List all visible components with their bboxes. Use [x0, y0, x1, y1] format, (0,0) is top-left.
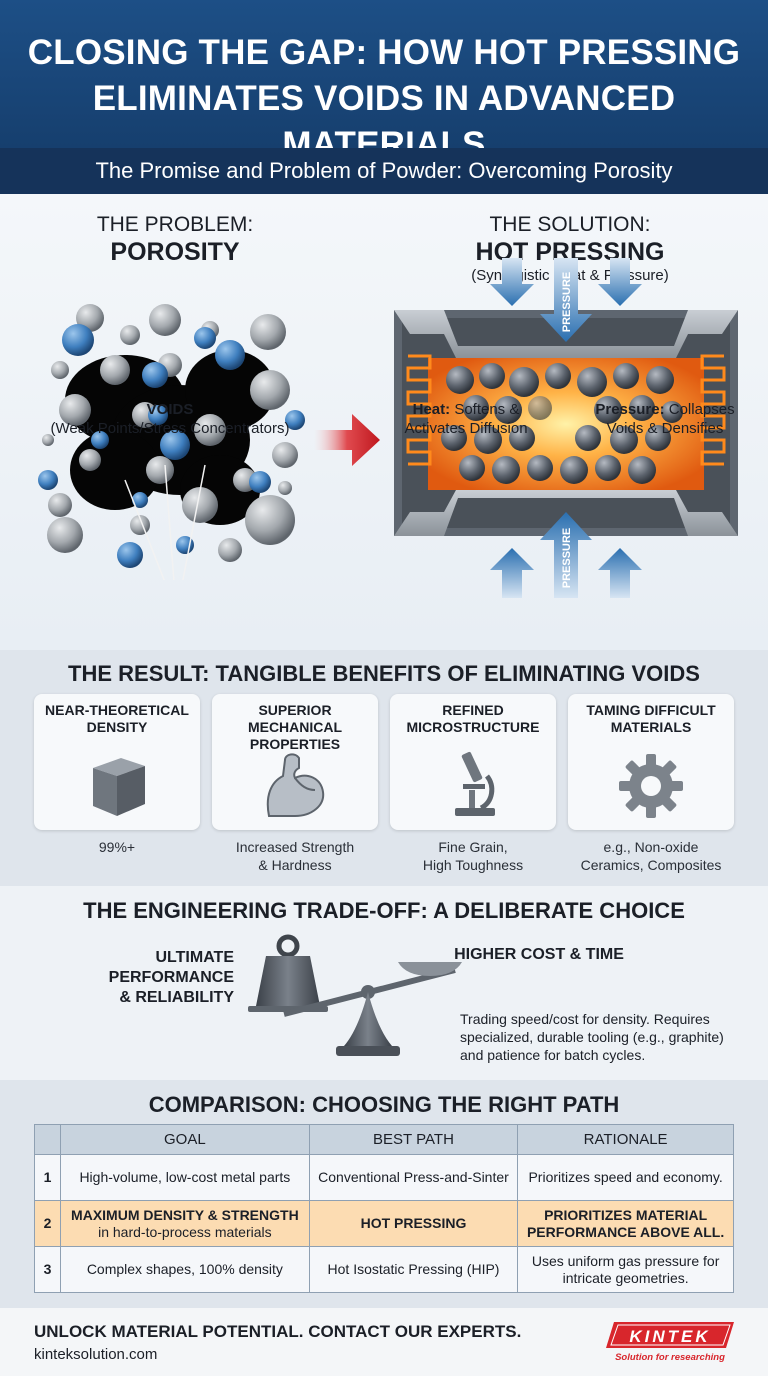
voids-title: VOIDS [146, 401, 194, 418]
results-title: THE RESULT: TANGIBLE BENEFITS OF ELIMINA… [68, 661, 700, 686]
gray-particles [42, 304, 298, 562]
page-title: CLOSING THE GAP: HOW HOT PRESSING ELIMIN… [0, 0, 768, 168]
rationale-column-header: RATIONALE [517, 1124, 734, 1155]
subheader-bar: The Promise and Problem of Powder: Overc… [0, 148, 768, 194]
heavy-weight [256, 956, 320, 1006]
problem-label: THE PROBLEM: [96, 213, 254, 236]
benefit-desc-microstructure: Fine Grain,High Toughness [422, 839, 524, 873]
process-arrow-icon [314, 414, 380, 466]
title-line-2: ELIMINATES VOIDS IN ADVANCED MATERIALS [92, 79, 676, 164]
logo-tagline: Solution for researching [615, 1352, 725, 1363]
kintek-logo: KINTEK Solution for researching [606, 1322, 734, 1363]
benefit-desc-mechanical: Increased Strength& Hardness [235, 839, 355, 873]
tradeoff-title: THE ENGINEERING TRADE-OFF: A DELIBERATE … [83, 898, 685, 923]
voids-desc: (Weak Points/Stress Concentrators) [50, 420, 290, 437]
pressure-arrows-bottom [490, 512, 642, 598]
website-link[interactable]: kinteksolution.com [34, 1346, 158, 1363]
heating-coils-right [700, 354, 726, 466]
goal-column-header: GOAL [60, 1124, 310, 1155]
weight-handle [276, 934, 300, 958]
heat-caption: Heat: Softens & Activates Diffusion [404, 401, 528, 437]
flexed-arm-icon [266, 753, 325, 817]
problem-title: POROSITY [110, 238, 240, 266]
densified-particles [441, 363, 683, 484]
heat-title: Heat: [412, 401, 451, 418]
pressure-arrows-top [490, 258, 642, 342]
cost-label: HIGHER COST & TIME [454, 946, 624, 963]
balance-scale-icon [248, 934, 462, 1056]
blue-particles [38, 324, 305, 568]
table-row: 1 High-volume, low-cost metal parts Conv… [34, 1154, 734, 1201]
benefit-desc-density: 99%+ [98, 839, 136, 855]
solution-label: THE SOLUTION: [489, 213, 651, 236]
header-banner: CLOSING THE GAP: HOW HOT PRESSING ELIMIN… [0, 0, 768, 164]
pressure-label-bottom: PRESSURE [561, 528, 573, 589]
pressure-title: Pressure: [595, 401, 665, 418]
path-column-header: BEST PATH [308, 1124, 519, 1155]
hot-press-die-illustration: PRESSURE PRESSURE [394, 258, 738, 598]
comparison-title: COMPARISON: CHOOSING THE RIGHT PATH [148, 1092, 620, 1117]
cube-icon [93, 758, 145, 816]
heating-coils-left [406, 354, 432, 466]
void-pointer-lines [124, 464, 206, 580]
title-line-1: CLOSING THE GAP: HOW HOT PRESSING [27, 33, 741, 72]
top-punch [394, 310, 738, 358]
table-header-row: GOAL BEST PATH RATIONALE [34, 1124, 734, 1155]
tradeoff-description: Trading speed/cost for density. Requires… [460, 1011, 724, 1063]
table-row: 3 Complex shapes, 100% density Hot Isost… [34, 1246, 734, 1293]
bottom-punch [394, 490, 738, 536]
pressure-caption: Pressure: Collapses Voids & Densifies [595, 401, 735, 437]
light-pan [398, 962, 462, 976]
porous-powder-illustration [38, 304, 305, 580]
voids-caption: VOIDS (Weak Points/Stress Concentrators) [20, 400, 320, 438]
contact-cta[interactable]: UNLOCK MATERIAL POTENTIAL. CONTACT OUR E… [34, 1322, 522, 1341]
microscope-icon [455, 751, 495, 816]
gear-icon [619, 754, 683, 818]
comparison-table: GOAL BEST PATH RATIONALE 1 High-volume, … [34, 1124, 734, 1293]
pressure-label-top: PRESSURE [561, 272, 573, 333]
problem-heading: THE PROBLEM: POROSITY [60, 212, 290, 266]
logo-text: KINTEK [629, 1327, 710, 1346]
scale-stand [344, 992, 392, 1046]
